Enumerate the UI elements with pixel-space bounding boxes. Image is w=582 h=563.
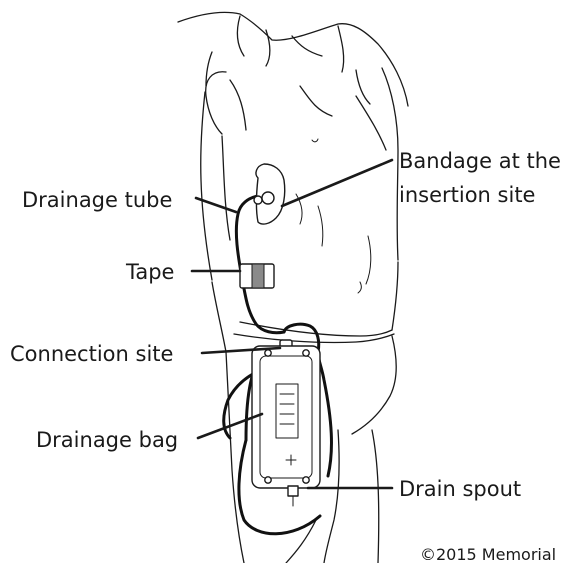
label-drainage-tube: Drainage tube (22, 188, 172, 212)
label-bandage-line1: Bandage at the (399, 149, 561, 173)
drainage-bag (252, 346, 320, 488)
label-drain-spout: Drain spout (399, 477, 521, 501)
bandage (254, 164, 285, 224)
drain-spout (288, 486, 298, 506)
label-drainage-bag: Drainage bag (36, 428, 178, 452)
label-tape: Tape (125, 260, 174, 284)
tape (240, 264, 274, 288)
label-bandage-line2: insertion site (399, 183, 535, 207)
leader-bandage (282, 160, 392, 206)
copyright-notice: ©2015 Memorial (420, 545, 556, 563)
label-connection-site: Connection site (10, 342, 173, 366)
